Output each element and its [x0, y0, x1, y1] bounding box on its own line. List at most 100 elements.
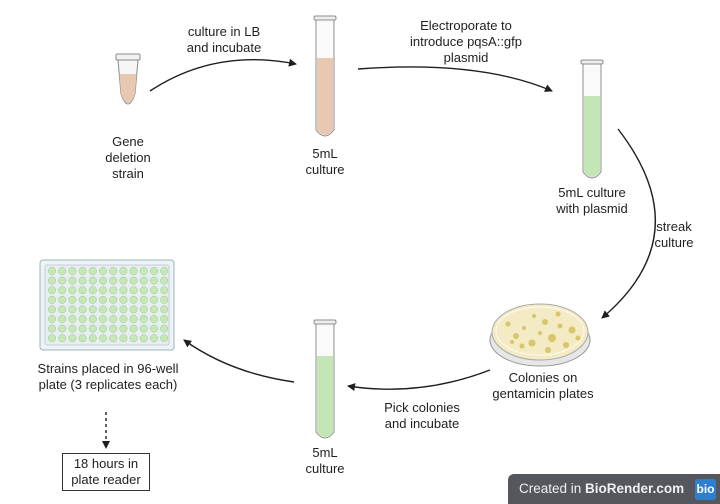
plate-well: [119, 334, 128, 343]
pick-colonies-label: Pick colonies and incubate: [384, 400, 460, 431]
plate-well: [78, 324, 87, 333]
plate-well: [88, 305, 97, 314]
strains-placed-label: Strains placed in 96-well plate (3 repli…: [37, 361, 179, 392]
plate-well: [119, 286, 128, 295]
plate-well: [68, 315, 77, 323]
plate-well: [129, 286, 138, 295]
culture-in-lb-label: culture in LB and incubate: [186, 24, 262, 55]
plate-well: [48, 295, 56, 304]
plate-well: [88, 295, 97, 304]
plate-well: [78, 295, 87, 304]
plate-well: [139, 267, 148, 275]
plate-well: [160, 315, 169, 323]
culture-2-label: 5mL culture: [305, 445, 345, 476]
plate-well: [58, 276, 67, 285]
plate-well: [99, 305, 107, 314]
plate-well: [119, 295, 128, 304]
plate-well: [48, 324, 56, 333]
arrow-culture-to-plate: [183, 339, 295, 383]
plate-well: [139, 305, 148, 314]
96-well-plate-icon: [39, 259, 175, 351]
plate-well: [109, 276, 118, 285]
plate-well: [78, 286, 87, 295]
plate-well: [160, 286, 169, 295]
arrow-dish-to-culture: [347, 369, 491, 392]
plate-well: [160, 267, 169, 275]
plate-well: [68, 276, 77, 285]
plate-well: [119, 267, 128, 275]
plate-well: [58, 334, 67, 343]
plate-well: [99, 295, 107, 304]
plate-well: [109, 267, 118, 275]
plate-well: [129, 305, 138, 314]
plate-well: [68, 305, 77, 314]
plate-well: [109, 286, 118, 295]
plate-well: [68, 267, 77, 275]
plate-well: [139, 276, 148, 285]
plate-reader-label: 18 hours in plate reader: [71, 456, 141, 487]
plate-well: [48, 305, 56, 314]
plate-well: [48, 334, 56, 343]
plate-well: [160, 295, 169, 304]
plate-well: [99, 324, 107, 333]
plate-well: [150, 295, 158, 304]
plate-well: [139, 286, 148, 295]
plate-well: [129, 295, 138, 304]
plate-well: [160, 334, 169, 343]
streak-culture-label: streak culture: [654, 219, 694, 250]
test-tube-icon: [313, 15, 337, 137]
plate-well: [160, 324, 169, 333]
plate-well: [150, 267, 158, 275]
plate-well: [109, 295, 118, 304]
plate-well: [129, 276, 138, 285]
test-tube-icon: [313, 319, 337, 439]
plate-well: [78, 305, 87, 314]
test-tube-icon: [580, 59, 604, 179]
culture-1-label: 5mL culture: [305, 146, 345, 177]
plate-well: [129, 315, 138, 323]
gene-deletion-strain-label: Gene deletion strain: [105, 134, 151, 181]
plate-well: [109, 315, 118, 323]
plate-well: [129, 267, 138, 275]
arrow-strain-to-culture: [149, 58, 297, 92]
plate-well: [109, 324, 118, 333]
plate-well: [129, 334, 138, 343]
plate-well: [68, 295, 77, 304]
plate-well: [68, 324, 77, 333]
plate-well: [139, 295, 148, 304]
plate-well: [109, 334, 118, 343]
plate-well: [119, 276, 128, 285]
plate-well: [150, 286, 158, 295]
plate-well: [99, 276, 107, 285]
plate-well: [78, 276, 87, 285]
plate-well: [150, 305, 158, 314]
plate-well: [88, 334, 97, 343]
plate-well: [99, 267, 107, 275]
workflow-arrows: [102, 58, 656, 449]
plate-well: [139, 315, 148, 323]
biorender-logo-icon: bio: [695, 479, 716, 500]
plate-well: [150, 324, 158, 333]
plate-well: [78, 315, 87, 323]
plate-well: [150, 276, 158, 285]
plate-well: [160, 305, 169, 314]
plate-well: [88, 315, 97, 323]
plate-well: [68, 334, 77, 343]
plate-well: [160, 276, 169, 285]
plate-well: [58, 305, 67, 314]
watermark-text: Created in BioRender.com: [519, 481, 685, 496]
culture-with-plasmid-label: 5mL culture with plasmid: [556, 185, 628, 216]
biorender-watermark[interactable]: Created in BioRender.com bio: [508, 474, 720, 504]
petri-dish-icon: [489, 303, 591, 367]
plate-well: [88, 324, 97, 333]
plate-reader-box: 18 hours in plate reader: [62, 453, 150, 491]
plate-well: [88, 286, 97, 295]
plate-well: [109, 305, 118, 314]
plate-well: [139, 334, 148, 343]
plate-well: [48, 315, 56, 323]
plate-well: [99, 315, 107, 323]
plate-well: [119, 305, 128, 314]
plate-well: [119, 315, 128, 323]
plate-well: [58, 267, 67, 275]
